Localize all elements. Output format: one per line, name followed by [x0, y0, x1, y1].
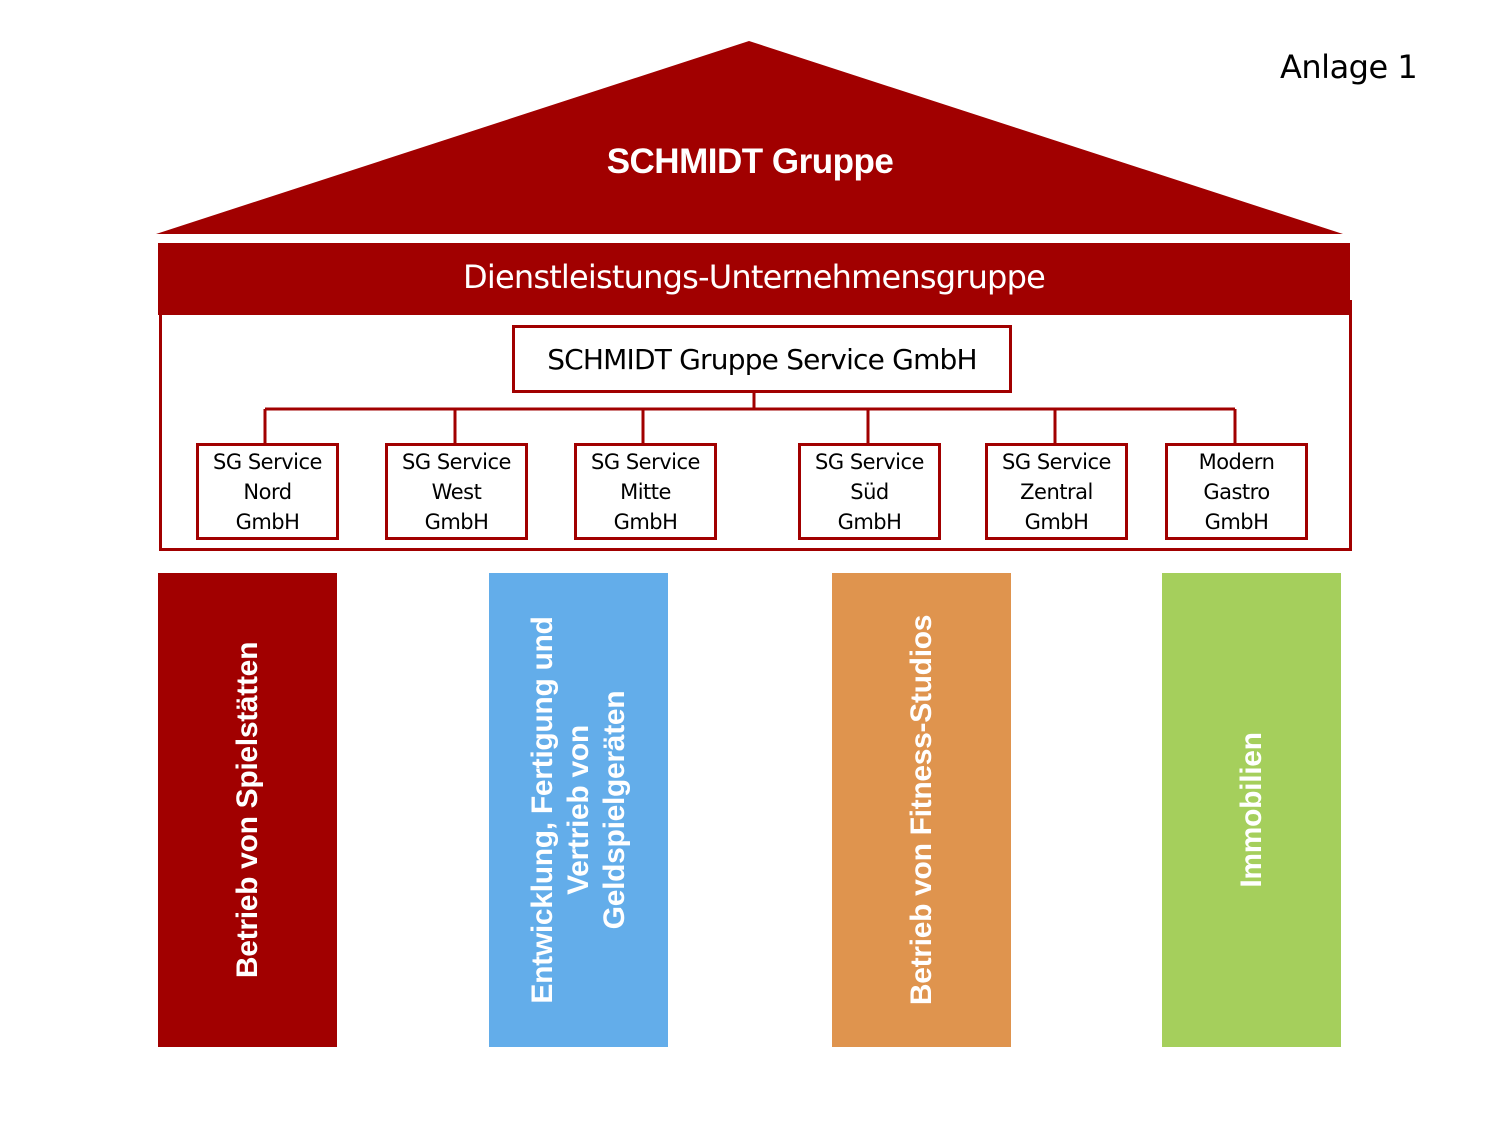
service-company-box: SCHMIDT Gruppe Service GmbH — [512, 325, 1012, 393]
subsidiary-line: Modern — [1198, 449, 1275, 474]
pillar-line: Entwicklung, Fertigung und — [525, 616, 559, 1004]
pillar-line: Vertrieb von — [561, 725, 595, 895]
subsidiary-line: GmbH — [837, 509, 902, 534]
subsidiary-box: Modern Gastro GmbH — [1165, 443, 1308, 540]
subsidiary-line: SG Service — [213, 449, 322, 474]
subsidiary-line: Süd — [850, 479, 889, 504]
roof-triangle — [156, 41, 1343, 234]
pillar-line: Betrieb von Spielstätten — [230, 641, 264, 979]
pillar-label: Immobilien — [1234, 732, 1270, 887]
pillar-line: Geldspielgeräten — [597, 690, 631, 930]
subsidiary-line: SG Service — [591, 449, 700, 474]
org-chart-frame — [159, 300, 1352, 551]
subsidiary-box: SG Service Mitte GmbH — [574, 443, 717, 540]
subsidiary-box: SG Service Nord GmbH — [196, 443, 339, 540]
pillar-line: Immobilien — [1234, 732, 1268, 888]
subsidiary-line: Mitte — [620, 479, 671, 504]
subsidiary-line: Gastro — [1203, 479, 1270, 504]
subsidiary-line: GmbH — [235, 509, 300, 534]
subsidiary-box: SG Service West GmbH — [385, 443, 528, 540]
pillar-spielstaetten: Betrieb von Spielstätten — [158, 573, 337, 1047]
service-company-name: SCHMIDT Gruppe Service GmbH — [547, 342, 977, 376]
subsidiary-line: GmbH — [424, 509, 489, 534]
subsidiary-line: SG Service — [1002, 449, 1111, 474]
pillar-line: Betrieb von Fitness-Studios — [904, 614, 938, 1006]
pillar-label: Betrieb von Fitness-Studios — [904, 615, 940, 1005]
subsidiary-line: SG Service — [402, 449, 511, 474]
subsidiary-box: SG Service Süd GmbH — [798, 443, 941, 540]
pillar-label: Betrieb von Spielstätten — [230, 642, 266, 978]
subsidiary-line: West — [431, 479, 482, 504]
subsidiary-line: Nord — [243, 479, 292, 504]
division-band — [158, 243, 1350, 315]
annex-label: Anlage 1 — [1280, 48, 1418, 86]
group-title: SCHMIDT Gruppe — [606, 142, 894, 181]
subsidiary-line: GmbH — [1204, 509, 1269, 534]
pillar-label: Entwicklung, Fertigung und Vertrieb von … — [525, 616, 633, 1003]
subsidiary-line: SG Service — [815, 449, 924, 474]
subsidiary-line: Zentral — [1020, 479, 1093, 504]
subsidiary-line: GmbH — [1024, 509, 1089, 534]
pillar-fitness-studios: Betrieb von Fitness-Studios — [832, 573, 1011, 1047]
subsidiary-box: SG Service Zentral GmbH — [985, 443, 1128, 540]
roof-shape — [156, 41, 1343, 234]
pillar-immobilien: Immobilien — [1162, 573, 1341, 1047]
subsidiary-line: GmbH — [613, 509, 678, 534]
pillar-geldspielgeraete: Entwicklung, Fertigung und Vertrieb von … — [489, 573, 668, 1047]
division-title: Dienstleistungs-Unternehmensgruppe — [463, 258, 1046, 296]
